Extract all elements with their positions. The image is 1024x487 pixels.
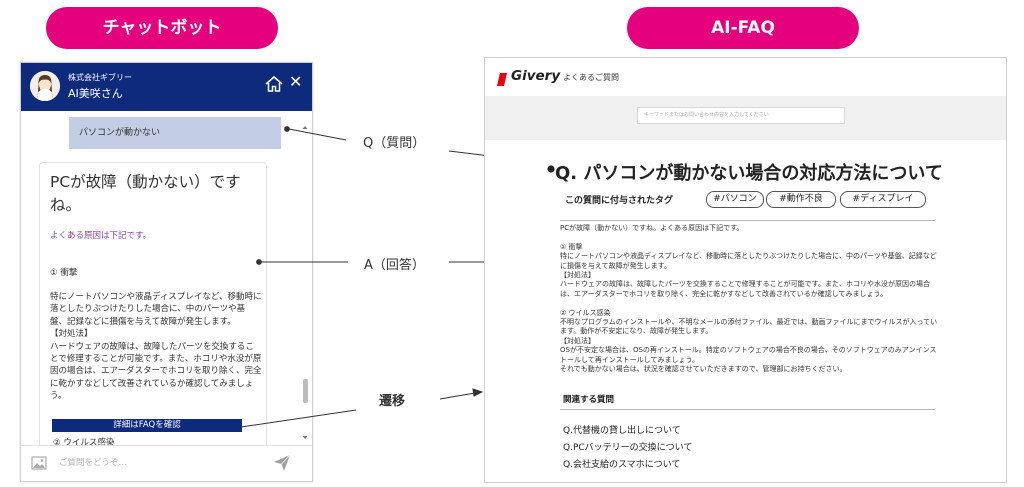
faq-answer-body: PCが故障（動かない）ですね。よくある原因は下記です。 ① 衝撃 特にノートパソ…: [560, 224, 938, 374]
chat-input[interactable]: ご質問をどうぞ…: [59, 458, 128, 468]
company-name: 株式会社ギブリー: [68, 73, 132, 82]
givery-logo-icon[interactable]: [497, 71, 507, 86]
bot-name: AI美咲さん: [68, 87, 123, 100]
tag-pc[interactable]: #パソコン: [706, 191, 764, 208]
related-item[interactable]: Q.会社支給のスマホについて: [563, 460, 681, 470]
related-heading: 関連する質問: [563, 395, 615, 405]
question-label: Q（質問）: [363, 136, 426, 151]
transition-label: 遷移: [379, 394, 406, 409]
related-item[interactable]: Q.PCバッテリーの交換について: [563, 443, 693, 453]
divider: [560, 220, 935, 221]
chatbot-header: 株式会社ギブリー AI美咲さん ✕: [21, 63, 312, 111]
bullet-icon: [547, 165, 555, 173]
answer-next-heading: ② ウイルス感染: [53, 438, 115, 448]
faq-search-input[interactable]: キーワードまたはお問い合わせ内容を入力してください: [637, 107, 845, 124]
close-icon[interactable]: ✕: [289, 72, 303, 91]
send-icon[interactable]: [273, 454, 291, 472]
avatar-image: [30, 71, 60, 101]
logo-text[interactable]: Givery: [511, 68, 561, 84]
divider: [560, 409, 935, 410]
scrollbar[interactable]: [301, 125, 309, 441]
answer-body: 特にノートパソコンや液晶ディスプレイなど、移動時に落としたりぶつけたりした場合に…: [50, 292, 262, 402]
bot-answer-card: PCが故障（動かない）ですね。 よくある原因は下記です。 ① 衝撃 特にノートパ…: [39, 162, 267, 481]
tag-label: この質問に付与されたタグ: [565, 196, 674, 206]
answer-title: PCが故障（動かない）ですね。: [50, 173, 241, 214]
avatar: [30, 71, 60, 101]
answer-subtitle: よくある原因は下記です。: [50, 231, 152, 241]
answer-label: A（回答）: [364, 258, 425, 273]
faq-nav-title[interactable]: よくあるご質問: [563, 73, 619, 82]
faq-header: Givery よくあるご質問: [485, 58, 1006, 96]
chatbot-window: 株式会社ギブリー AI美咲さん ✕ パソコンが動かない PCが故障（動かない）で…: [20, 62, 313, 482]
home-icon[interactable]: [263, 73, 285, 95]
faq-page: Givery よくあるご質問 キーワードまたはお問い合わせ内容を入力してください…: [484, 57, 1007, 483]
faq-question-title: Q. パソコンが動かない場合の対応方法について: [555, 163, 943, 184]
view-faq-button[interactable]: 詳細はFAQを確認: [52, 419, 242, 432]
related-item[interactable]: Q.代替機の貸し出しについて: [563, 426, 681, 436]
answer-heading: ① 衝撃: [50, 268, 78, 278]
tag-malfunction[interactable]: #動作不良: [766, 191, 836, 208]
scrollbar-thumb[interactable]: [303, 379, 308, 403]
image-icon[interactable]: [31, 455, 47, 470]
search-band: キーワードまたはお問い合わせ内容を入力してください: [485, 96, 1006, 140]
tag-display[interactable]: #ディスプレイ: [840, 191, 926, 208]
chatbot-title-pill: チャットボット: [46, 7, 278, 49]
faq-title-pill: AI-FAQ: [627, 7, 859, 49]
chat-input-bar: ご質問をどうぞ…: [21, 445, 312, 481]
user-question-bubble: パソコンが動かない: [69, 117, 281, 149]
